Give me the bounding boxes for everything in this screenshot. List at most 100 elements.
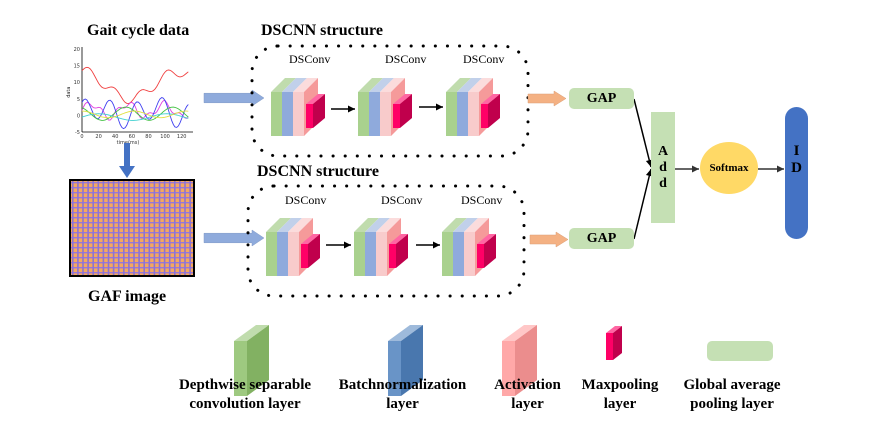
gait-data-title: Gait cycle data: [87, 22, 190, 39]
legend-activation-line1: Activation: [494, 377, 561, 393]
block-batchnorm-layer: [369, 92, 380, 136]
gait-y-tick: -5: [75, 130, 80, 136]
block-activation-layer: [468, 92, 479, 136]
legend-depthwise-line1: Depthwise separable: [178, 377, 312, 393]
block-maxpool-layer: [393, 104, 400, 128]
branch-2-dsconv-2-label: DSConv: [381, 193, 423, 207]
branch-1-dsconv-3-label: DSConv: [463, 52, 505, 66]
block-activation-layer: [464, 232, 475, 276]
block-depthwise-layer: [442, 232, 453, 276]
branch-2-dsconv-3-label: DSConv: [461, 193, 503, 207]
input-arrow-branch-2: [203, 229, 265, 247]
legend-gap-label: Global average pooling layer: [672, 376, 792, 414]
branch-2-dsconv-1-label: DSConv: [285, 193, 327, 207]
id-letter-i: I: [793, 143, 800, 159]
legend-activation-icon: [502, 325, 537, 396]
add-letter-a: A: [657, 143, 669, 159]
softmax-node: Softmax: [700, 142, 758, 194]
add-to-softmax-arrow: [675, 165, 699, 173]
branch-1-dsconv-block-1: [271, 78, 325, 136]
branch-1-dsconv-block-3: [446, 78, 500, 136]
gait-series-line: [81, 96, 189, 130]
gait-series-line: [81, 106, 189, 121]
gap-box-1-label: GAP: [586, 90, 617, 106]
branch-2-dsconv-block-2: [354, 218, 408, 276]
block-activation-layer: [376, 232, 387, 276]
gait-x-tick: 60: [129, 134, 135, 140]
legend-batchnorm-label: Batchnormalization layer: [325, 376, 480, 414]
branch-2-arrow-1-2: [326, 241, 351, 249]
legend-maxpool-line1: Maxpooling: [581, 377, 659, 393]
block-depthwise-layer: [354, 232, 365, 276]
legend-depthwise-line2: convolution layer: [189, 396, 301, 412]
gait-series-line: [81, 113, 189, 121]
gait-y-tick: 5: [77, 97, 80, 103]
softmax-label: Softmax: [709, 162, 749, 174]
legend-gap-line2: pooling layer: [690, 396, 774, 412]
input-arrow-branch-1: [203, 89, 265, 107]
legend-batchnorm-line1: Batchnormalization: [338, 377, 467, 393]
block-depthwise-layer: [271, 92, 282, 136]
legend-maxpool-line2: layer: [603, 396, 637, 412]
legend-batchnorm-icon: [388, 325, 423, 396]
block-activation-layer: [293, 92, 304, 136]
legend-batchnorm-line2: layer: [386, 396, 419, 412]
block-batchnorm-layer: [282, 92, 293, 136]
block-depthwise-layer: [446, 92, 457, 136]
block-maxpool-layer: [477, 244, 484, 268]
gap-arrow-branch-2: [529, 231, 569, 248]
gait-y-tick: 0: [77, 113, 80, 119]
gait-series-line: [81, 100, 189, 121]
block-depthwise-layer: [266, 232, 277, 276]
gait-x-tick: 40: [112, 134, 118, 140]
down-arrow-shaft: [124, 143, 130, 166]
block-activation-layer: [380, 92, 391, 136]
gait-y-label: data: [66, 87, 72, 98]
gait-y-tick: 15: [74, 64, 80, 70]
legend-depthwise-label: Depthwise separable convolution layer: [160, 376, 330, 414]
gait-series-line: [81, 66, 189, 105]
block-batchnorm-layer: [457, 92, 468, 136]
id-output: I D: [785, 107, 808, 239]
legend-depthwise-icon: [234, 325, 269, 396]
id-letter-d: D: [791, 160, 802, 176]
block-maxpool-layer: [306, 104, 313, 128]
down-arrow-head: [119, 166, 135, 178]
branch-2-dsconv-block-1: [266, 218, 320, 276]
legend-maxpool-label: Maxpooling layer: [570, 376, 670, 414]
legend-gap-icon: [707, 341, 773, 361]
gait-series-line: [81, 110, 189, 119]
legend-activation-line2: layer: [511, 396, 544, 412]
gap-box-2-label: GAP: [586, 230, 617, 246]
branch-1-title: DSCNN structure: [261, 22, 383, 39]
gaf-image: [69, 179, 195, 277]
legend-activation-label: Activation layer: [480, 376, 575, 414]
gait-x-tick: 20: [95, 134, 101, 140]
softmax-to-id-arrow: [758, 165, 784, 173]
add-layer: A d d: [651, 112, 675, 223]
branch-1-dsconv-2-label: DSConv: [385, 52, 427, 66]
gap-arrow-branch-1: [527, 90, 567, 107]
add-letter-d2: d: [659, 175, 667, 191]
legend-gap-line1: Global average: [683, 377, 781, 393]
gait-x-tick: 120: [177, 134, 187, 140]
block-depthwise-layer: [358, 92, 369, 136]
block-activation-layer: [288, 232, 299, 276]
gait-y-tick: 20: [74, 47, 80, 53]
gaf-image-title: GAF image: [88, 288, 167, 305]
gait-x-tick: 0: [80, 134, 83, 140]
block-batchnorm-layer: [365, 232, 376, 276]
add-letter-d1: d: [659, 159, 667, 175]
gait-x-tick: 80: [145, 134, 151, 140]
branch-1-dsconv-1-label: DSConv: [289, 52, 331, 66]
branch-2-dsconv-block-3: [442, 218, 496, 276]
block-batchnorm-layer: [277, 232, 288, 276]
legend-maxpool-icon: [606, 326, 622, 360]
gap-2-to-add-arrow: [633, 168, 653, 240]
branch-2-title: DSCNN structure: [257, 163, 379, 180]
branch-1-dsconv-block-2: [358, 78, 412, 136]
block-maxpool-layer: [301, 244, 308, 268]
block-maxpool-layer: [481, 104, 488, 128]
